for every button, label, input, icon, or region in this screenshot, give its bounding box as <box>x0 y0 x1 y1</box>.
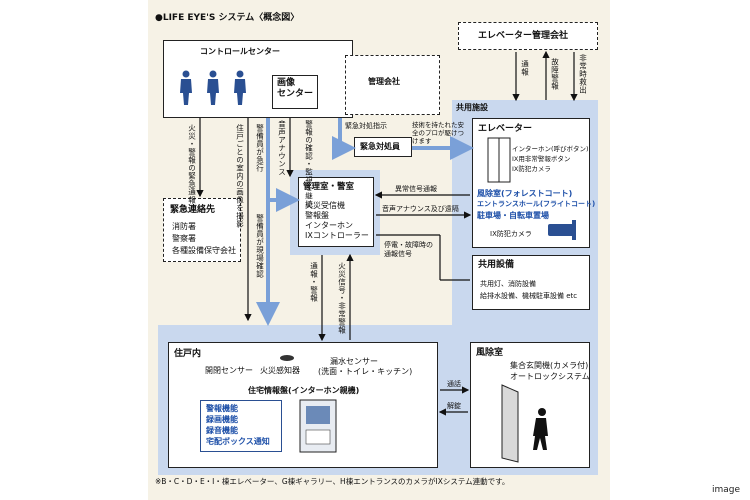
management-room-item: 火災受信機 <box>305 201 345 210</box>
common-area-item: 駐車場・自転車置場 <box>477 211 549 220</box>
common-equipment-box <box>472 255 590 310</box>
management-room-box <box>298 177 374 247</box>
leak-sensor-label: 漏水センサー <box>330 357 378 366</box>
label-trained-pro: 技術を持たれた安全のプロが駆けつけます <box>412 121 464 145</box>
image-center-label: 画像 センター <box>277 78 314 100</box>
elevator-title: エレベーター <box>478 124 533 134</box>
label-voice-announce: 音声アナウンス <box>277 120 287 176</box>
control-center-label: コントロールセンター <box>200 47 280 56</box>
vestibule-item: 集合玄関機(カメラ付) <box>510 361 589 370</box>
management-room-item: インターホン <box>305 221 353 230</box>
label-guard-dispatch: 警備員が急行 <box>255 124 265 172</box>
label-dispatch-order: 緊急対処指示 <box>345 122 387 130</box>
label-comm-alarm: 通報・警報 <box>309 262 319 302</box>
common-area-item: 風除室(フォレストコート) <box>477 189 573 198</box>
door-sensor-label: 開閉センサー <box>205 366 253 375</box>
elevator-company-box <box>458 22 598 50</box>
vestibule-box <box>470 342 590 468</box>
camera-label: IX防犯カメラ <box>490 230 532 238</box>
common-equipment-title: 共用設備 <box>478 260 515 270</box>
shared-facility-label: 共用施設 <box>456 103 488 112</box>
label-site-check: 警備員が現場確認 <box>255 214 265 278</box>
elevator-item: インターホン(呼びボタン) <box>512 145 589 153</box>
management-room-item: 警報盤 <box>305 211 329 220</box>
emergency-contacts-title: 緊急連絡先 <box>170 205 216 215</box>
management-company-label: 管理会社 <box>368 77 400 86</box>
label-abnormal-signal: 異常信号通報 <box>395 185 437 193</box>
label-fire-notify: 火災・警報の緊急通報 <box>187 124 197 204</box>
control-center-box <box>163 40 353 118</box>
function-item: 録画機能 <box>206 415 238 424</box>
vestibule-title: 風除室 <box>476 348 504 358</box>
functions-box <box>200 400 282 452</box>
vestibule-item: オートロックシステム <box>510 372 590 381</box>
label-fire-alarm: 火災信号・非常警報 <box>337 262 347 334</box>
emergency-contact-item: 警察署 <box>172 234 196 243</box>
emergency-responder-label: 緊急対処員 <box>360 142 400 151</box>
image-center-box <box>272 75 318 109</box>
management-company-box <box>345 55 440 115</box>
emergency-contact-item: 各種設備保守会社 <box>172 246 236 255</box>
elevator-item: IX用非常警報ボタン <box>512 155 571 163</box>
intercom-panel-label: 住宅情報盤(インターホン親機) <box>248 386 360 395</box>
management-room-item: IXコントローラー <box>305 231 369 240</box>
footnote: ※B・C・D・E・I・棟エレベーター、G棟ギャラリー、H棟エントランスのカメラが… <box>155 477 510 486</box>
elevator-item: IX防犯カメラ <box>512 165 551 173</box>
label-stop-fault: 停電・故障時の通報信号 <box>384 241 433 259</box>
label-announce-control: 音声アナウンス及び遠隔 <box>382 205 459 213</box>
emergency-contact-item: 消防署 <box>172 222 196 231</box>
common-equipment-item: 給排水設備、機械駐車設備 etc <box>480 292 578 300</box>
label-emergency-rescue: 非常時救出 <box>578 54 588 94</box>
leak-sensor-sub: (洗面・トイレ・キッチン) <box>318 367 413 376</box>
fire-detector-label: 火災感知器 <box>260 366 300 375</box>
label-residence-image: 住戸ごとの室内の画像を撮影 <box>235 124 245 228</box>
label-notify: 通報 <box>520 60 530 76</box>
label-alarm-confirm: 警報の確認・監視を継続 <box>304 120 314 208</box>
elevator-company-label: エレベーター管理会社 <box>478 31 569 41</box>
function-item: 録音機能 <box>206 426 238 435</box>
management-room-title: 管理室・警室 <box>303 182 355 192</box>
page-title: ●LIFE EYE'S システム〈概念図〉 <box>155 13 300 23</box>
function-item: 宅配ボックス通知 <box>206 437 270 446</box>
label-call: 通話 <box>447 380 461 388</box>
common-equipment-item: 共用灯、消防設備 <box>480 280 536 288</box>
residence-title: 住戸内 <box>174 349 202 359</box>
common-area-item: エントランスホール(フライトコート) <box>477 200 596 208</box>
function-item: 警報機能 <box>206 404 238 413</box>
emergency-contacts-box <box>163 198 241 262</box>
label-fault-alarm: 故障警報 <box>550 58 560 90</box>
watermark: image <box>712 485 741 495</box>
label-unlock: 解錠 <box>447 402 461 410</box>
